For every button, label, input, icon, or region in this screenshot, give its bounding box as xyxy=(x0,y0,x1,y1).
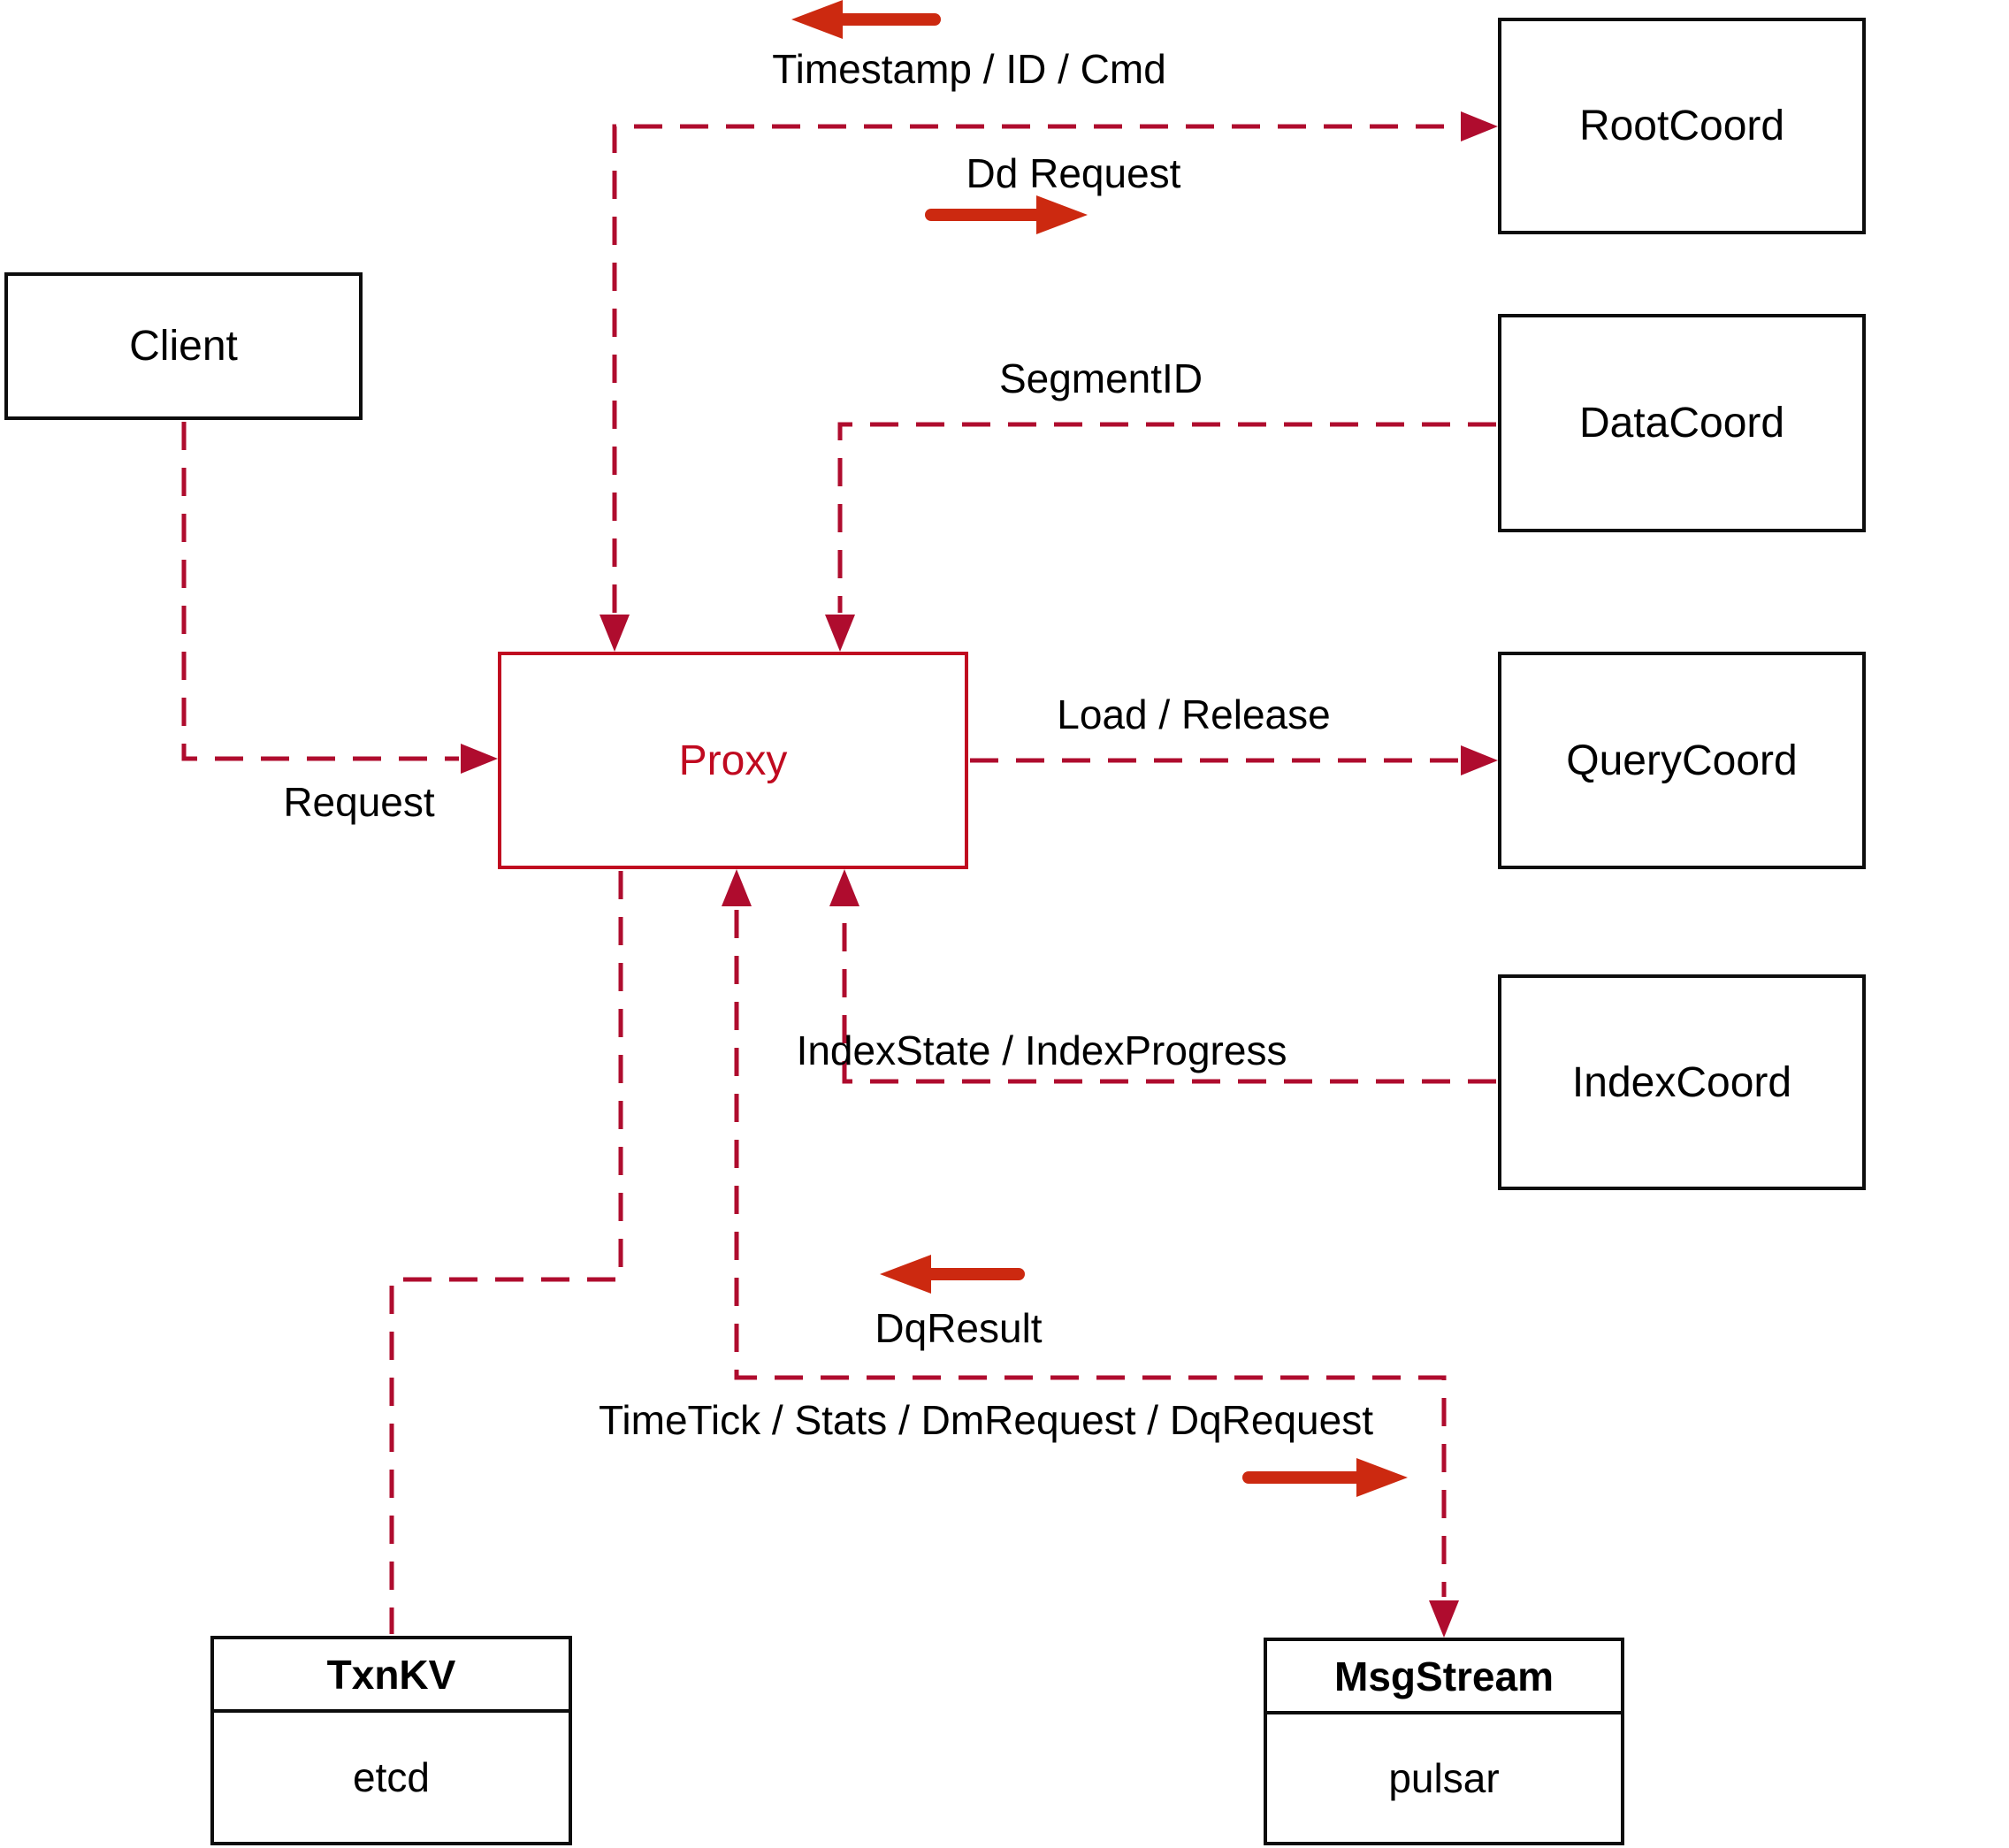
edge-datacoord-to-proxy xyxy=(837,422,1496,613)
node-msgstream-impl: pulsar xyxy=(1388,1755,1500,1801)
node-datacoord: DataCoord xyxy=(1498,314,1866,532)
node-msgstream: MsgStream pulsar xyxy=(1264,1638,1624,1845)
edge-proxy-msgstream xyxy=(734,910,1447,1597)
node-rootcoord: RootCoord xyxy=(1498,18,1866,234)
edge-label-dqresult: DqResult xyxy=(875,1305,1043,1351)
arrowhead-into-msgstream xyxy=(1429,1600,1459,1638)
right-arrow-icon-dd-request xyxy=(925,195,1088,234)
node-proxy-label: Proxy xyxy=(678,737,788,784)
node-querycoord-label: QueryCoord xyxy=(1566,737,1798,784)
edge-indexcoord-to-proxy xyxy=(842,910,1496,1084)
arrowhead-into-proxy-top-right xyxy=(825,615,855,652)
node-client: Client xyxy=(4,272,363,420)
node-client-label: Client xyxy=(129,323,238,370)
node-txnkv-title: TxnKV xyxy=(214,1639,569,1713)
arrowhead-into-rootcoord xyxy=(1461,111,1498,141)
node-rootcoord-label: RootCoord xyxy=(1578,103,1785,149)
edge-label-dd-request: Dd Request xyxy=(966,150,1181,196)
node-txnkv-impl: etcd xyxy=(353,1754,430,1800)
node-indexcoord: IndexCoord xyxy=(1498,974,1866,1190)
arrowhead-into-proxy-bottom-left xyxy=(722,869,752,906)
arrowhead-into-querycoord xyxy=(1461,745,1498,775)
edge-label-segmentid: SegmentID xyxy=(998,355,1203,401)
edge-proxy-rootcoord xyxy=(612,124,1459,613)
left-arrow-icon-dqresult xyxy=(880,1255,1025,1294)
node-indexcoord-label: IndexCoord xyxy=(1571,1058,1792,1106)
left-arrow-icon-timestamp xyxy=(791,0,941,39)
arrowhead-into-proxy-bottom-right xyxy=(829,869,859,906)
edge-label-timetick-stats-dmrequest-dqrequest: TimeTick / Stats / DmRequest / DqRequest xyxy=(599,1397,1373,1443)
arrowhead-into-proxy-top-left xyxy=(600,615,630,652)
node-txnkv: TxnKV etcd xyxy=(210,1636,572,1845)
node-proxy: Proxy xyxy=(498,652,968,869)
edge-proxy-to-txnkv xyxy=(389,871,623,1634)
edge-client-to-proxy xyxy=(181,422,459,761)
right-arrow-icon-timetick xyxy=(1242,1458,1408,1497)
node-datacoord-label: DataCoord xyxy=(1578,400,1785,447)
node-querycoord: QueryCoord xyxy=(1498,652,1866,869)
edge-label-request: Request xyxy=(283,779,435,825)
node-msgstream-title: MsgStream xyxy=(1267,1641,1621,1714)
arrowhead-into-proxy-left xyxy=(461,744,498,774)
edge-label-indexstate-indexprogress: IndexState / IndexProgress xyxy=(796,1027,1287,1073)
edge-label-timestamp-id-cmd: Timestamp / ID / Cmd xyxy=(772,46,1166,92)
edge-label-load-release: Load / Release xyxy=(1057,691,1331,737)
